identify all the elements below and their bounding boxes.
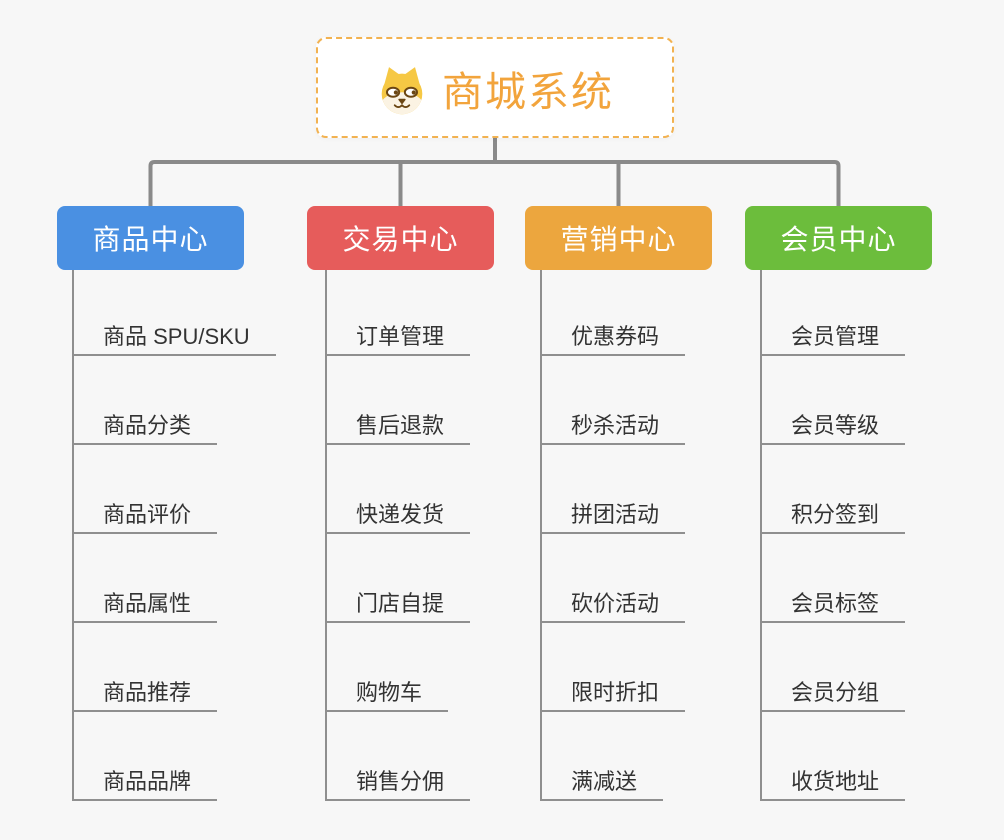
topic-product-recommend[interactable]: 商品推荐 [72, 682, 218, 712]
topic-flash-sale[interactable]: 秒杀活动 [540, 415, 686, 445]
topic-aftersale-refund[interactable]: 售后退款 [325, 415, 471, 445]
topic-member-level[interactable]: 会员等级 [760, 415, 906, 445]
branch-node-marketing-center[interactable]: 营销中心 [525, 206, 712, 270]
topic-points-checkin[interactable]: 积分签到 [760, 504, 906, 534]
topic-member-groups[interactable]: 会员分组 [760, 682, 906, 712]
root-title: 商城系统 [442, 68, 614, 115]
topic-product-category[interactable]: 商品分类 [72, 415, 218, 445]
topic-product-brand[interactable]: 商品品牌 [72, 771, 218, 801]
branch-spine-product [72, 270, 74, 801]
topic-member-management[interactable]: 会员管理 [760, 326, 906, 356]
topic-express-shipping[interactable]: 快递发货 [325, 504, 471, 534]
branch-spine-member [760, 270, 762, 801]
root-node-mall-system[interactable]: 商城系统 [316, 37, 674, 138]
branch-node-product-center[interactable]: 商品中心 [57, 206, 244, 270]
branch-node-member-center[interactable]: 会员中心 [745, 206, 932, 270]
topic-bargain-activity[interactable]: 砍价活动 [540, 593, 686, 623]
topic-order-management[interactable]: 订单管理 [325, 326, 471, 356]
topic-shipping-address[interactable]: 收货地址 [760, 771, 906, 801]
topic-spend-and-save[interactable]: 满减送 [540, 771, 664, 801]
topic-coupon-codes[interactable]: 优惠券码 [540, 326, 686, 356]
shiba-dog-icon [381, 66, 423, 114]
topic-store-pickup[interactable]: 门店自提 [325, 593, 471, 623]
topic-product-review[interactable]: 商品评价 [72, 504, 218, 534]
branch-spine-marketing [540, 270, 542, 801]
branch-node-trade-center[interactable]: 交易中心 [307, 206, 494, 270]
topic-member-tags[interactable]: 会员标签 [760, 593, 906, 623]
topic-shopping-cart[interactable]: 购物车 [325, 682, 449, 712]
branch-spine-trade [325, 270, 327, 801]
topic-sales-commission[interactable]: 销售分佣 [325, 771, 471, 801]
topic-group-buying[interactable]: 拼团活动 [540, 504, 686, 534]
topic-limited-discount[interactable]: 限时折扣 [540, 682, 686, 712]
topic-product-spu-sku[interactable]: 商品 SPU/SKU [72, 326, 276, 356]
topic-product-attribute[interactable]: 商品属性 [72, 593, 218, 623]
